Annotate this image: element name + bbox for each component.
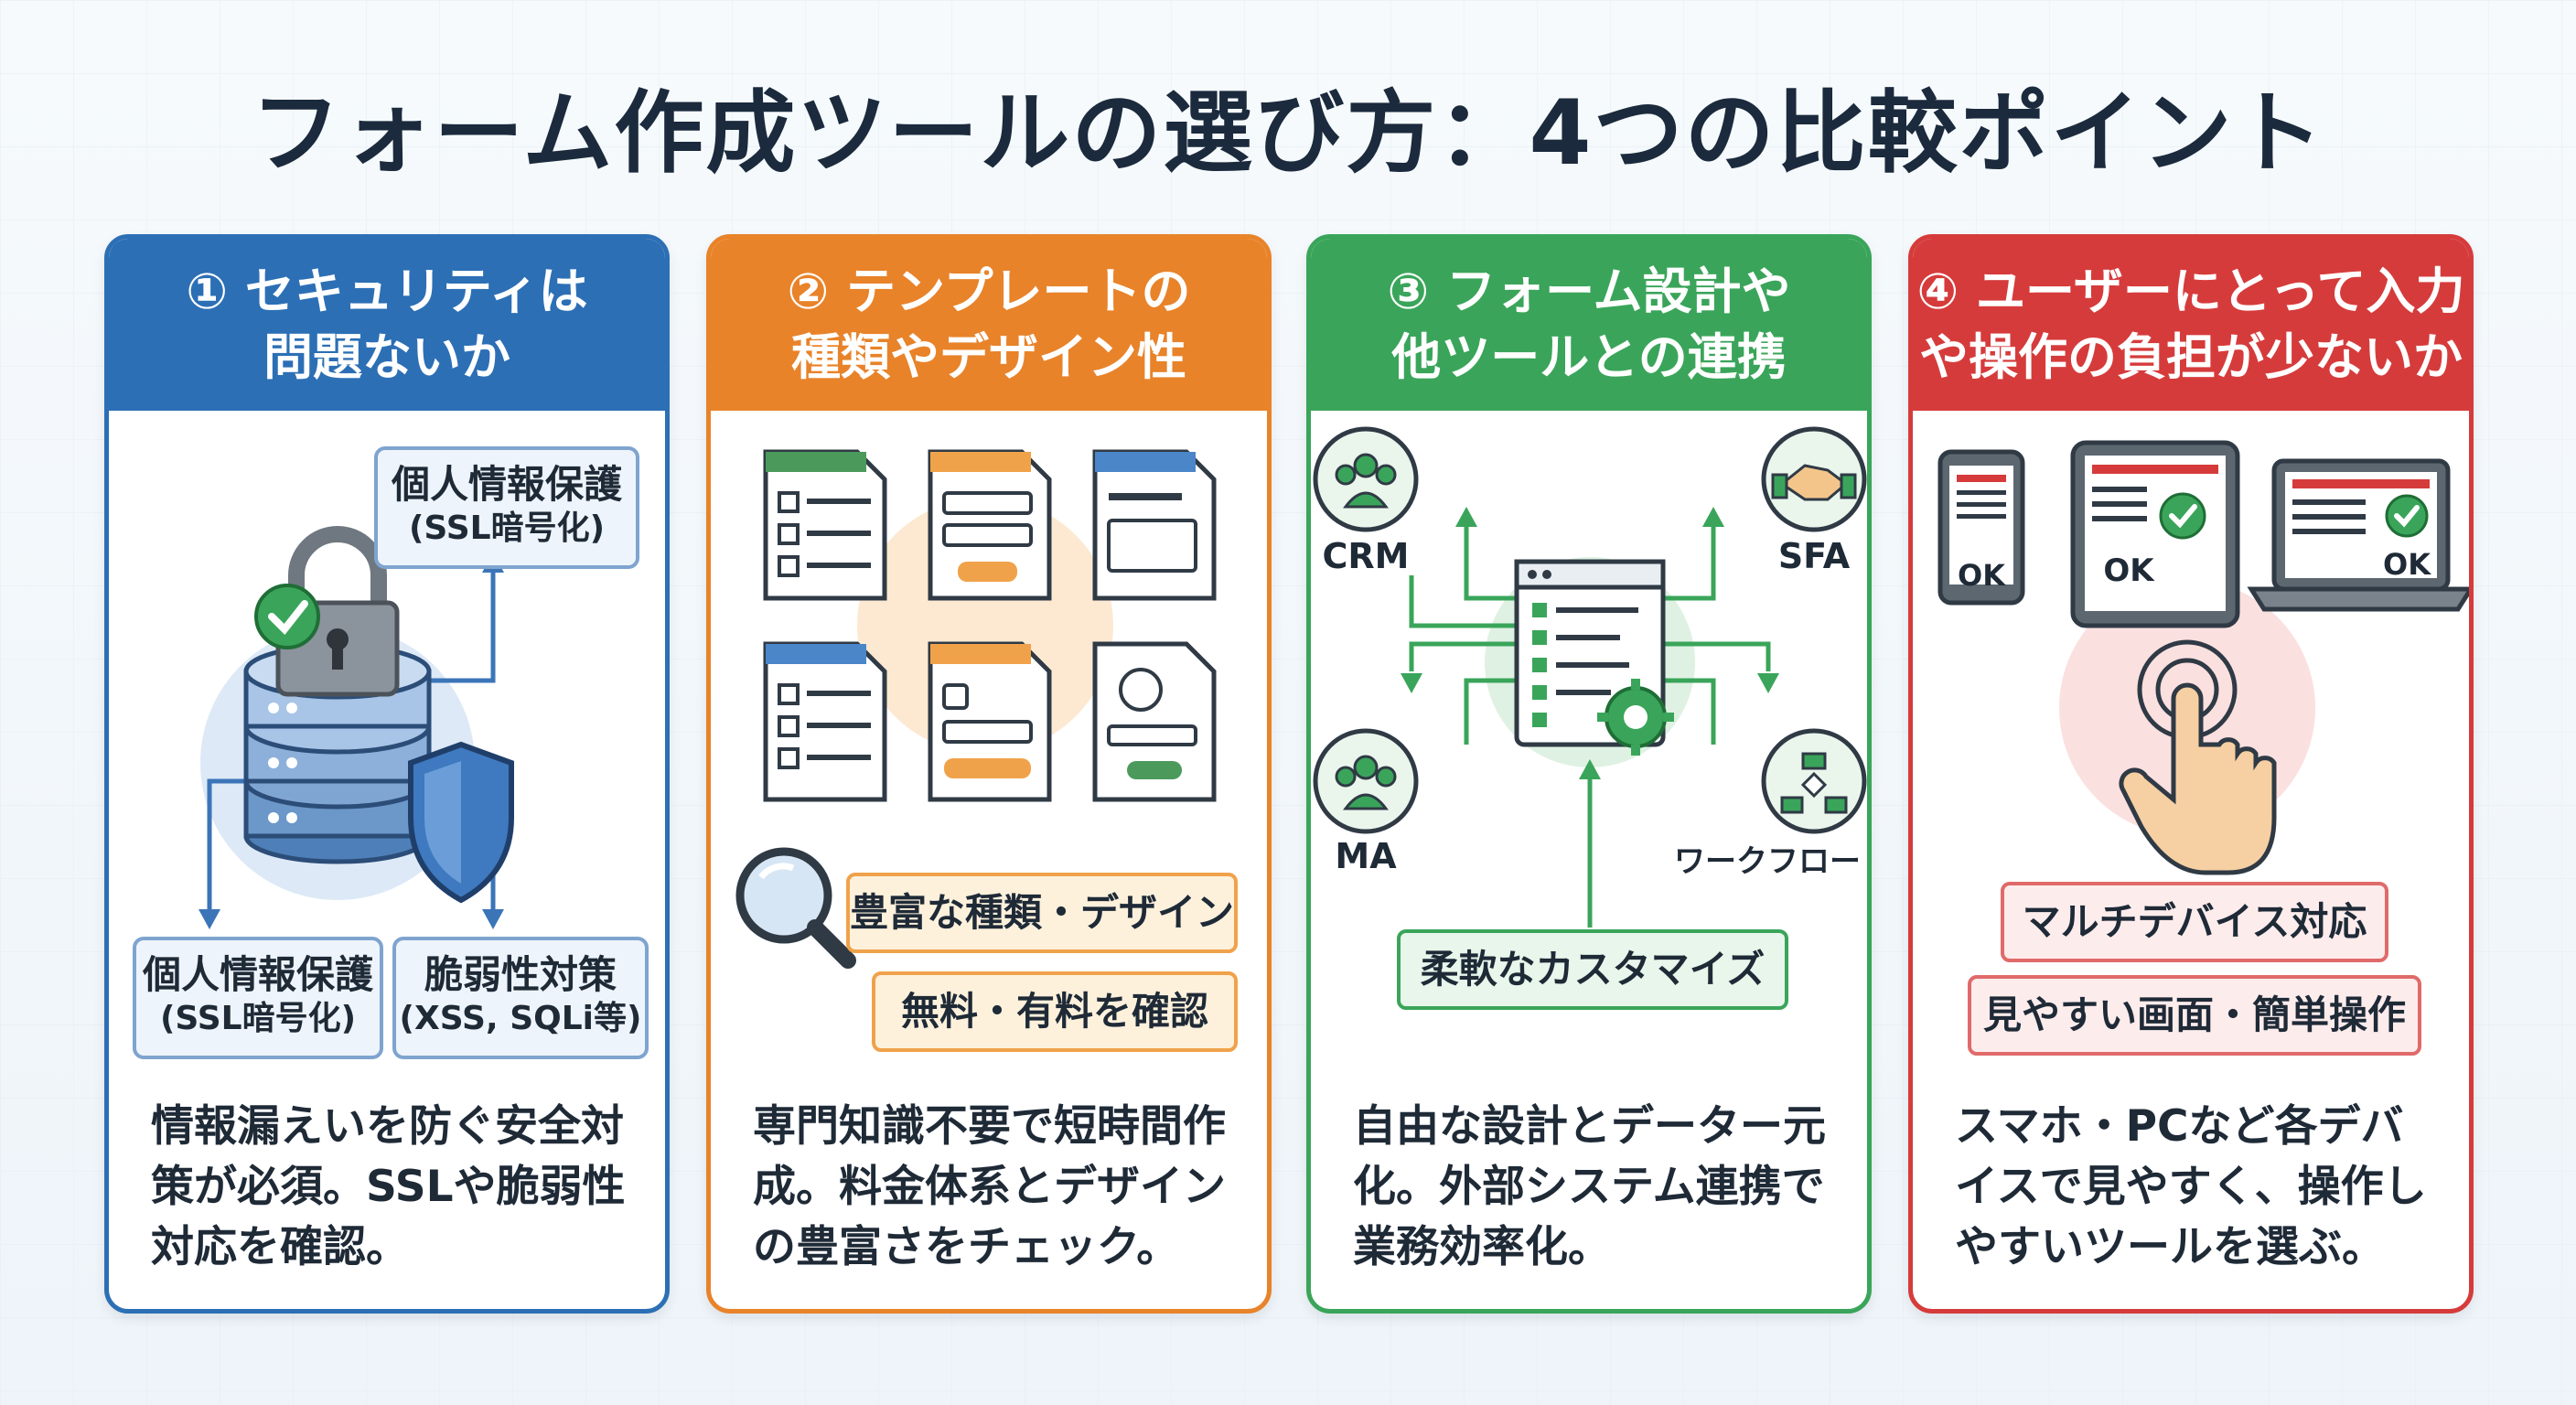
ok-label-tablet: OK <box>2103 552 2154 589</box>
page-title: フォーム作成ツールの選び方：4つの比較ポイント <box>251 81 2325 186</box>
card-description: スマホ・PCなど各デバイスで見やすく、操作しやすいツールを選ぶ。 <box>1955 1101 2427 1272</box>
usability-illustration <box>1937 440 2469 875</box>
card-heading-line2: や操作の負担が少ないか <box>1919 328 2463 386</box>
flowchart-icon <box>1761 728 1867 834</box>
node-label-sfa: SFA <box>1777 536 1851 576</box>
people-icon <box>1313 728 1419 834</box>
card-usability: ④ ユーザーにとって入力 や操作の負担が少ないか <box>1908 234 2474 1314</box>
integration-illustration <box>1313 426 1867 928</box>
tag-multi-device: マルチデバイス対応 <box>2001 882 2388 962</box>
card-header: ① セキュリティは 問題ないか <box>109 239 665 411</box>
card-header: ④ ユーザーにとって入力 や操作の負担が少ないか <box>1913 239 2469 411</box>
node-label-crm: CRM <box>1322 536 1410 576</box>
card-heading-line1: ③ フォーム設計や <box>1387 263 1791 320</box>
card-templates: ② テンプレートの 種類やデザイン性 <box>706 234 1272 1314</box>
tag-flexible-customize: 柔軟なカスタマイズ <box>1397 929 1788 1010</box>
security-illustration <box>199 526 514 929</box>
handshake-icon <box>1761 426 1867 532</box>
card-integration: ③ フォーム設計や 他ツールとの連携 <box>1306 234 1872 1314</box>
tag-easy-operation: 見やすい画面・簡単操作 <box>1968 975 2421 1056</box>
ok-label-laptop: OK <box>2383 547 2431 582</box>
form-gear-icon <box>1514 559 1674 756</box>
label-box-left: 個人情報保護 (SSL暗号化) <box>133 937 383 1059</box>
document-template-icon <box>928 449 1052 601</box>
card-description: 自由な設計とデーター元化。外部システム連携で業務効率化。 <box>1353 1101 1826 1272</box>
node-label-ma: MA <box>1335 836 1397 876</box>
document-template-icon <box>1092 449 1217 601</box>
tag-rich-designs: 豊富な種類・デザイン <box>846 873 1238 953</box>
document-template-icon <box>763 641 887 802</box>
tablet-icon <box>2070 440 2240 628</box>
people-icon <box>1313 426 1419 532</box>
smartphone-icon <box>1937 449 2025 606</box>
card-description: 専門知識不要で短時間作成。料金体系とデザインの豊富さをチェック。 <box>753 1101 1226 1272</box>
document-template-icon <box>763 449 887 601</box>
ok-label-phone: OK <box>1958 558 2005 593</box>
card-heading-line2: 他ツールとの連携 <box>1391 328 1787 386</box>
document-template-icon <box>1092 641 1217 802</box>
card-heading-line2: 問題ないか <box>263 328 510 386</box>
card-heading-line2: 種類やデザイン性 <box>791 328 1186 386</box>
label-box-right: 脆弱性対策 (XSS, SQLi等) <box>392 937 649 1059</box>
shield-icon <box>408 741 514 904</box>
card-heading-line1: ① セキュリティは <box>186 263 588 320</box>
magnifier-icon <box>735 847 856 969</box>
checkmark-icon <box>254 584 320 649</box>
templates-illustration <box>735 449 1217 969</box>
card-header: ③ フォーム設計や 他ツールとの連携 <box>1311 239 1867 411</box>
tag-free-paid: 無料・有料を確認 <box>872 971 1238 1052</box>
document-template-icon <box>928 641 1052 802</box>
node-label-workflow: ワークフロー <box>1674 843 1861 880</box>
card-heading-line1: ② テンプレートの <box>787 263 1191 320</box>
card-header: ② テンプレートの 種類やデザイン性 <box>711 239 1267 411</box>
label-box-top: 個人情報保護 (SSL暗号化) <box>374 446 639 569</box>
tap-hand-icon <box>2119 639 2277 875</box>
card-heading-line1: ④ ユーザーにとって入力 <box>1916 263 2465 320</box>
card-security: ① セキュリティは 問題ないか <box>104 234 670 1314</box>
card-description: 情報漏えいを防ぐ安全対策が必須。SSLや脆弱性対応を確認。 <box>151 1101 626 1272</box>
laptop-icon <box>2247 458 2469 612</box>
